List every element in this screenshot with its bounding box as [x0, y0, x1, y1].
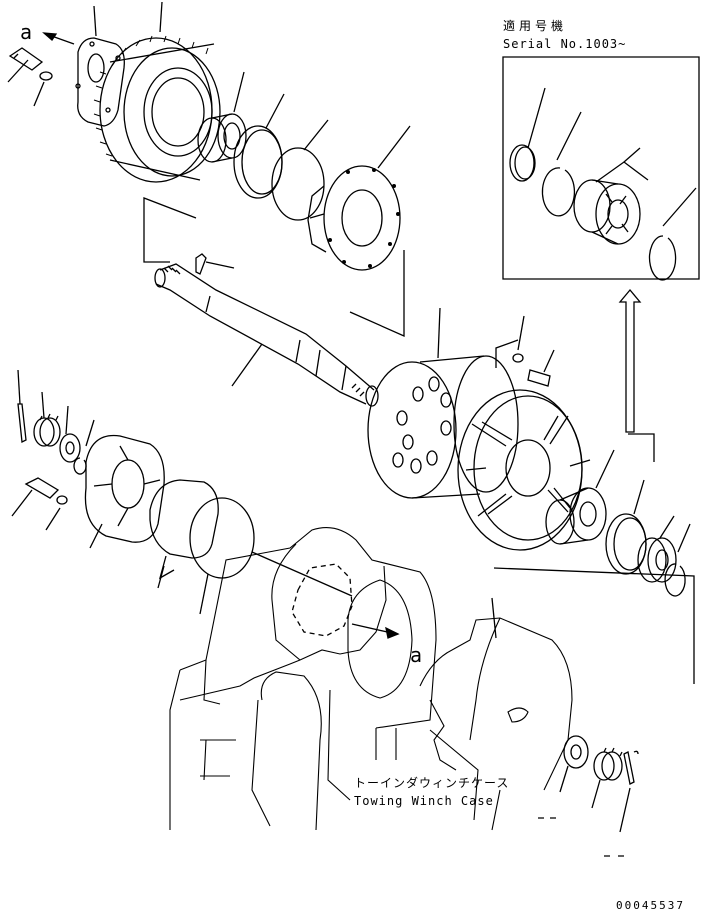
seal-right [606, 480, 646, 574]
leader-bracket-drum [496, 340, 518, 368]
cotter-pin-bottom [620, 751, 638, 832]
inset-bearing [574, 148, 648, 244]
leader-bracket-right [494, 568, 694, 684]
o-ring-top [272, 120, 328, 220]
cotter-pin-left [18, 370, 26, 442]
inset-title-jp: 適用号機 [503, 19, 568, 33]
inset-snap-ring-left [510, 88, 545, 181]
leader-right-case [492, 598, 496, 638]
small-marks [538, 818, 624, 856]
washer-bottom [560, 736, 588, 792]
bearing-right [546, 450, 614, 544]
main-shaft [155, 264, 378, 406]
key [196, 254, 234, 274]
castle-nut-bottom [592, 748, 622, 808]
snap-ring-right [665, 524, 690, 596]
spline-hub-gear [94, 2, 220, 182]
bearing-cone-right [638, 516, 676, 582]
inset-reference-arrow [620, 290, 654, 462]
dashed-mount-outline [292, 564, 352, 636]
inset-serial: Serial No.1003~ [503, 37, 627, 51]
arrow-a-case [352, 624, 398, 638]
washer-left [60, 406, 80, 462]
bolt-right [528, 350, 554, 386]
leader-left-case [252, 552, 352, 596]
inset-snap-ring-right [650, 188, 696, 280]
flange-hub-top [308, 126, 410, 270]
gasket-left [150, 480, 218, 588]
case-label-jp: トーインダウィンチケース [354, 776, 510, 790]
seal-ring-top [234, 94, 284, 198]
washer-left-2 [46, 496, 67, 530]
arrow-a-top [44, 33, 74, 44]
serial-variant-inset [503, 57, 699, 280]
reference-mark-a-case: a [410, 643, 423, 667]
reference-mark-a-top: a [20, 20, 33, 44]
winch-drum [368, 308, 518, 498]
castle-nut-left [34, 392, 60, 446]
leader-brackets-top [144, 198, 404, 336]
bearing-top [198, 72, 246, 162]
towing-winch-case [170, 528, 572, 830]
carrier-housing-left [85, 436, 164, 548]
inset-spacer-ring [542, 112, 581, 216]
washer-right [513, 316, 524, 362]
case-label-en: Towing Winch Case [354, 794, 494, 808]
figure-number: 00045537 [616, 899, 685, 912]
bolt-top [8, 48, 42, 82]
bolt-left [12, 478, 58, 516]
drum-flange [458, 390, 590, 550]
washer-top [34, 72, 52, 106]
